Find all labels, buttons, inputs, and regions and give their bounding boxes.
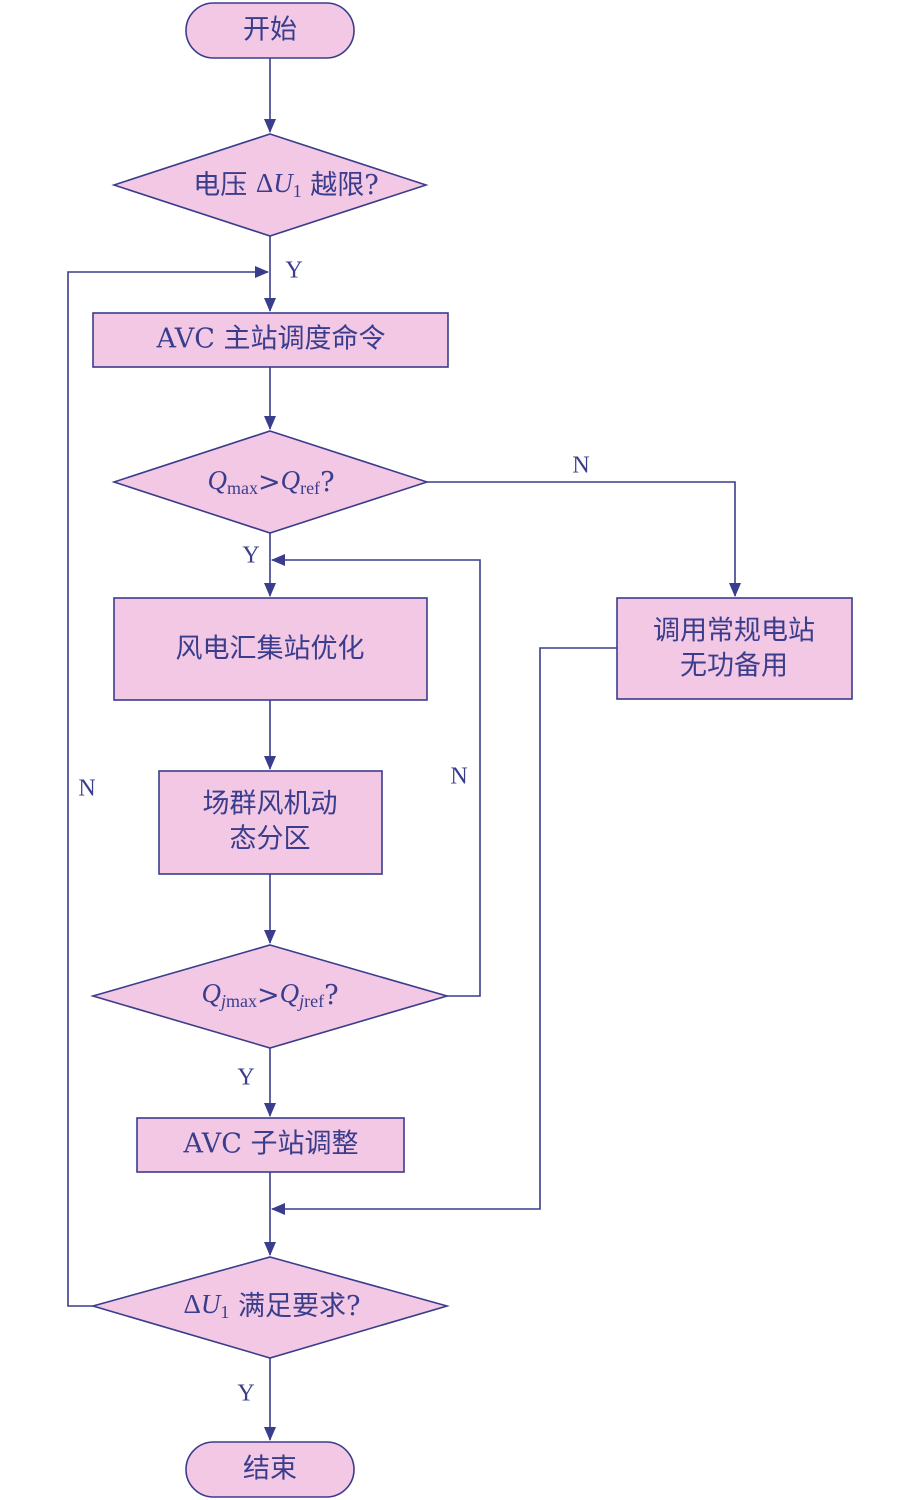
node-wind-opt: 风电汇集站优化 bbox=[113, 597, 428, 701]
u-check-label: ΔU1 满足要求? bbox=[184, 1289, 361, 1322]
partition-label-line1: 场群风机动 bbox=[203, 789, 338, 820]
edge-labels: Y Y N N N Y Y bbox=[78, 258, 589, 1407]
process-shape bbox=[136, 1117, 405, 1173]
conventional-label-line2: 无功备用 bbox=[680, 651, 788, 682]
start-label: 开始 bbox=[243, 15, 297, 46]
edge-conventional-to-merge bbox=[271, 647, 617, 1215]
decision-shape bbox=[111, 430, 430, 534]
edge-qjmax-check-no-loop bbox=[271, 554, 481, 997]
voltage-check-label: 电压 ΔU1 越限? bbox=[193, 168, 379, 201]
partition-label-line2: 态分区 bbox=[230, 824, 311, 855]
terminator-shape bbox=[185, 1441, 355, 1498]
conventional-label-line1: 调用常规电站 bbox=[653, 616, 815, 647]
process-shape bbox=[92, 312, 449, 368]
edge-u-check-no-loop bbox=[67, 266, 269, 1307]
process-shape bbox=[616, 597, 853, 700]
node-conventional: 调用常规电站 无功备用 bbox=[616, 597, 853, 700]
qmax-check-label: Qmax>Qref? bbox=[207, 465, 334, 498]
edge-label-no-loop: N bbox=[78, 776, 95, 802]
avc-master-label: AVC 主站调度命令 bbox=[156, 324, 386, 355]
qjmax-check-label: Qjmax>Qjref? bbox=[201, 978, 338, 1011]
edges bbox=[67, 58, 741, 1441]
decision-shape bbox=[90, 944, 450, 1049]
wind-opt-label: 风电汇集站优化 bbox=[176, 634, 365, 665]
node-voltage-check: 电压 ΔU1 越限? bbox=[111, 133, 429, 237]
edge-label-no-qmax: N bbox=[572, 453, 589, 479]
avc-sub-label: AVC 子站调整 bbox=[183, 1129, 359, 1160]
node-qjmax-check: Qjmax>Qjref? bbox=[90, 944, 450, 1049]
node-end: 结束 bbox=[185, 1441, 355, 1498]
decision-shape bbox=[90, 1256, 450, 1359]
edge-label-yes-u: Y bbox=[237, 1381, 254, 1407]
end-label: 结束 bbox=[243, 1454, 297, 1485]
node-start: 开始 bbox=[185, 2, 355, 59]
node-avc-sub: AVC 子站调整 bbox=[136, 1117, 405, 1173]
terminator-shape bbox=[185, 2, 355, 59]
edge-label-no-qjmax: N bbox=[450, 764, 467, 790]
edge-label-yes-voltage: Y bbox=[285, 258, 302, 284]
node-u-check: ΔU1 满足要求? bbox=[90, 1256, 450, 1359]
edge-label-yes-qmax: Y bbox=[242, 543, 259, 569]
node-avc-master: AVC 主站调度命令 bbox=[92, 312, 449, 368]
process-shape bbox=[158, 770, 383, 875]
edge-label-yes-qjmax: Y bbox=[237, 1065, 254, 1091]
edge-qmax-check-no bbox=[427, 481, 741, 597]
process-shape bbox=[113, 597, 428, 701]
decision-shape bbox=[111, 133, 429, 237]
node-partition: 场群风机动 态分区 bbox=[158, 770, 383, 875]
node-qmax-check: Qmax>Qref? bbox=[111, 430, 430, 534]
